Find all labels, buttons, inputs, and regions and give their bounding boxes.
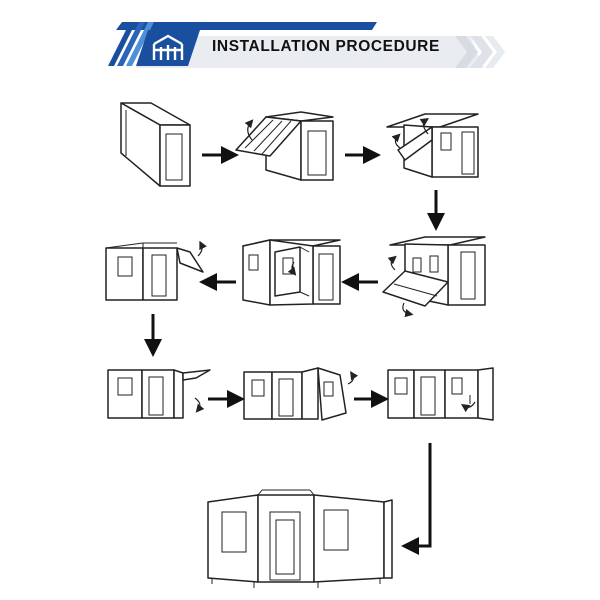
chevron-right-icon <box>470 36 493 68</box>
blue-stripe <box>116 22 377 30</box>
step-7-left-wing-complete <box>107 369 211 419</box>
blue-stripe <box>108 22 136 66</box>
step-4-floor-lowering <box>382 236 486 318</box>
step-9-right-wing-near-complete <box>387 367 494 421</box>
step-3-roof-lifted <box>386 113 479 178</box>
header-band <box>136 36 484 68</box>
step-10-expanded-house <box>207 489 393 588</box>
blue-stripe <box>117 22 145 66</box>
step-1-closed-container <box>120 102 191 187</box>
header-banner <box>108 22 505 68</box>
step-2-roof-opening <box>235 111 334 181</box>
chevron-right-icon <box>455 36 478 68</box>
step-6-left-wing-open <box>105 240 207 301</box>
page-title: INSTALLATION PROCEDURE <box>212 38 440 55</box>
flow-arrow <box>401 443 432 555</box>
chevron-right-icon <box>485 36 505 68</box>
house-frame-logo-icon <box>152 34 184 60</box>
step-8-right-wing-unfolding <box>243 367 359 421</box>
flow-arrows <box>144 146 445 555</box>
step-5-wings-unfolding <box>242 239 341 306</box>
